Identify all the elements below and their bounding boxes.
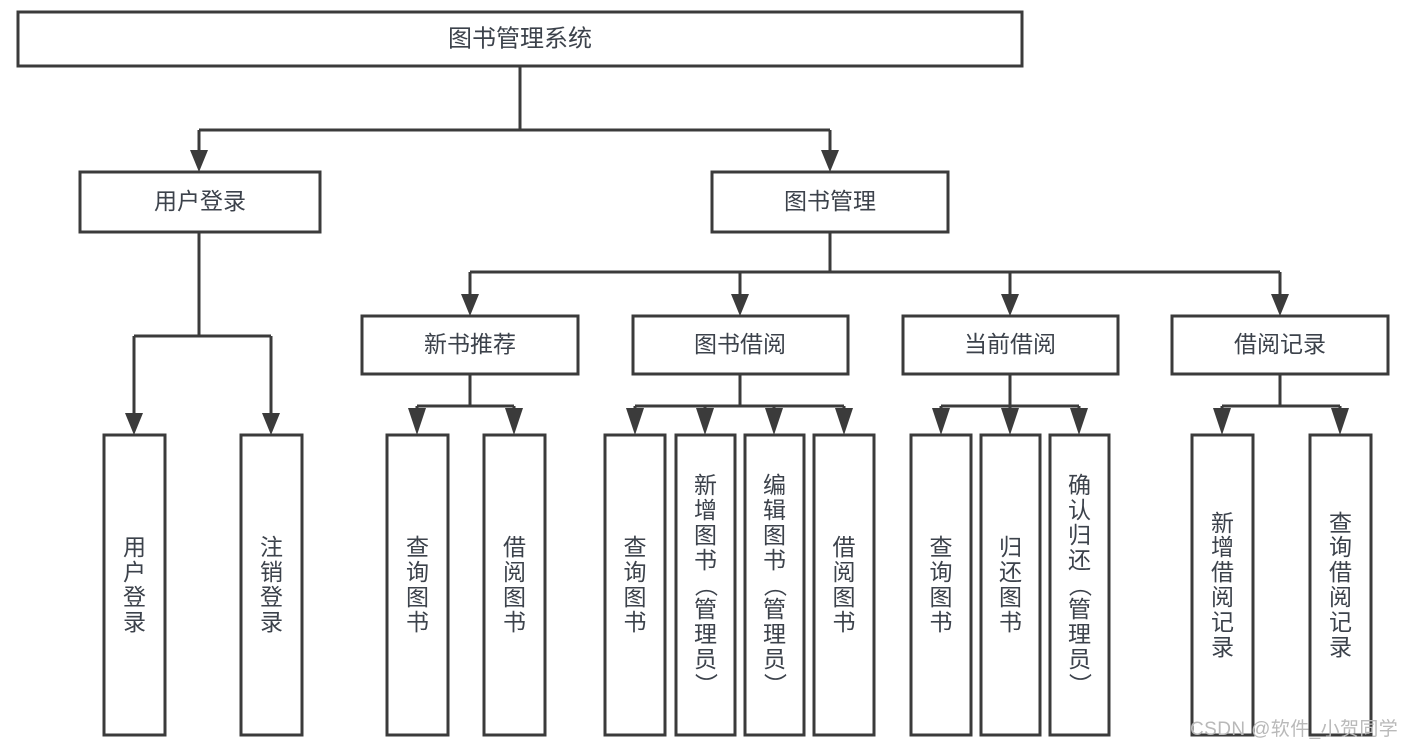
node-records-label: 借阅记录	[1234, 331, 1326, 357]
arrow-root-to-book-manage	[821, 150, 839, 172]
arrow-borrow-leaf-3	[835, 408, 853, 435]
node-borrow-box[interactable]	[631, 314, 850, 376]
leaf-box-borrow-2[interactable]	[743, 433, 806, 737]
arrow-current-leaf-1	[1001, 408, 1019, 435]
node-book-manage-label: 图书管理	[784, 188, 876, 214]
leaf-box-new-book-0[interactable]	[385, 433, 450, 737]
node-book-manage-box[interactable]	[710, 170, 950, 234]
leaf-box-current-1[interactable]	[979, 433, 1042, 737]
node-current-label: 当前借阅	[964, 331, 1056, 357]
arrow-current-leaf-2	[1070, 408, 1088, 435]
csdn-watermark: CSDN @软件_小贺同学	[1190, 719, 1399, 740]
arrow-new-book-leaf-1	[505, 408, 523, 435]
leaf-box-current-0[interactable]	[909, 433, 973, 737]
node-current-box[interactable]	[901, 314, 1120, 376]
leaf-box-borrow-1[interactable]	[674, 433, 737, 737]
node-new-book-box[interactable]	[360, 314, 580, 376]
node-new-book-label: 新书推荐	[424, 331, 516, 357]
node-layer: 图书管理系统 用户登录 图书管理 新书推荐 图书借阅 当前借阅 借阅记录	[16, 10, 1390, 737]
arrow-borrow-leaf-1	[696, 408, 714, 435]
leaf-box-user-login-1[interactable]	[239, 433, 304, 737]
node-user-login-box[interactable]	[78, 170, 322, 234]
node-user-login-label: 用户登录	[154, 188, 246, 214]
arrow-book-manage-to-borrow	[731, 294, 749, 316]
node-records-box[interactable]	[1170, 314, 1390, 376]
arrow-user-login-leaf-1	[262, 413, 280, 435]
arrow-book-manage-to-current	[1001, 294, 1019, 316]
leaf-box-user-login-0[interactable]	[102, 433, 167, 737]
arrow-root-to-user-login	[190, 150, 208, 172]
arrow-book-manage-to-records	[1271, 294, 1289, 316]
arrow-new-book-leaf-0	[408, 408, 426, 435]
leaf-box-new-book-1[interactable]	[482, 433, 547, 737]
arrow-user-login-leaf-0	[125, 413, 143, 435]
leaf-box-borrow-3[interactable]	[812, 433, 876, 737]
leaf-box-records-0[interactable]	[1190, 433, 1255, 737]
leaf-box-current-2[interactable]	[1048, 433, 1111, 737]
arrow-records-leaf-0	[1213, 408, 1231, 435]
arrow-book-manage-to-new-book	[461, 294, 479, 316]
node-root-label: 图书管理系统	[448, 25, 592, 52]
leaf-box-borrow-0[interactable]	[603, 433, 667, 737]
leaf-box-records-1[interactable]	[1308, 433, 1373, 737]
arrow-borrow-leaf-2	[765, 408, 783, 435]
node-borrow-label: 图书借阅	[694, 331, 786, 357]
node-root-box[interactable]	[16, 10, 1024, 68]
connector-layer	[125, 66, 1349, 435]
arrow-records-leaf-1	[1331, 408, 1349, 435]
arrow-borrow-leaf-0	[626, 408, 644, 435]
arrow-current-leaf-0	[932, 408, 950, 435]
